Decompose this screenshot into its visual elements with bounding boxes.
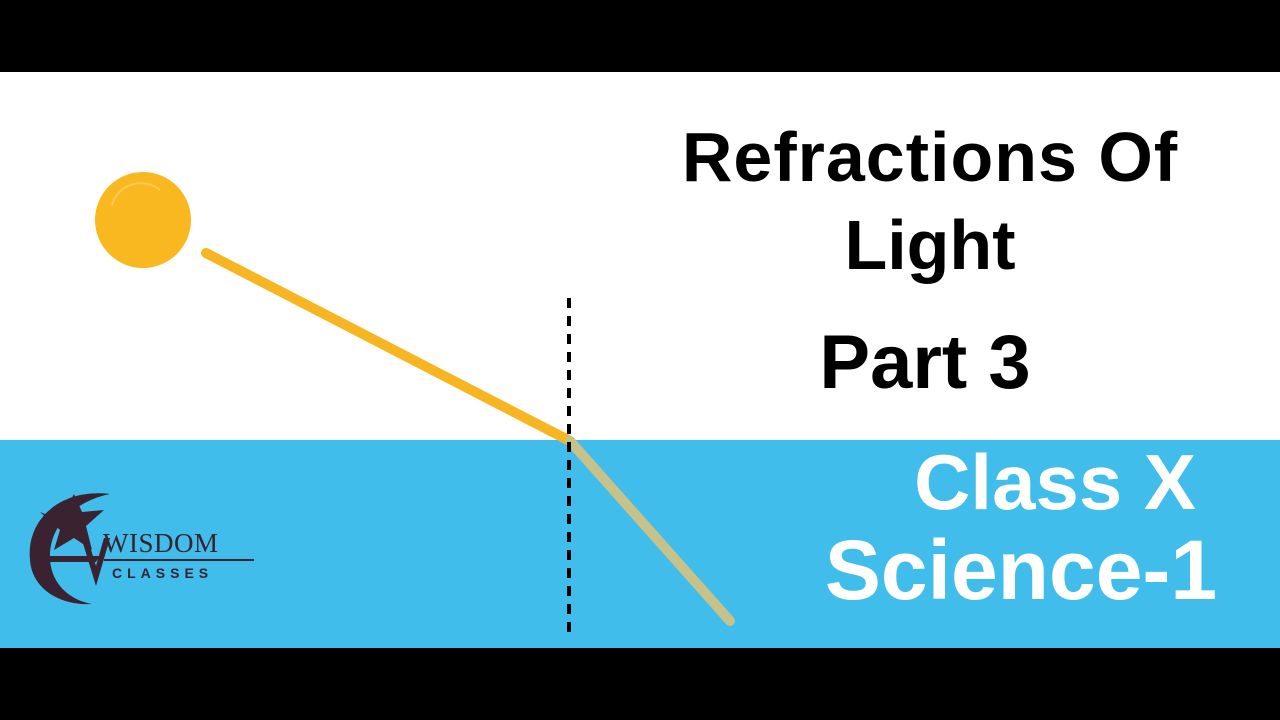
class-label: Class X (914, 438, 1196, 526)
subject-label: Science-1 (824, 523, 1218, 617)
title-line-2: Light (844, 206, 1016, 284)
refracted-ray (565, 436, 735, 626)
star-swoosh-icon (29, 493, 254, 605)
logo-name: WISDOM (103, 528, 219, 558)
part-label: Part 3 (819, 320, 1031, 405)
sun-icon (95, 172, 191, 268)
water-region (0, 440, 1280, 648)
incident-ray (201, 248, 575, 446)
title-line-1: Refractions Of (681, 118, 1179, 196)
logo-subtitle: CLASSES (112, 565, 214, 581)
